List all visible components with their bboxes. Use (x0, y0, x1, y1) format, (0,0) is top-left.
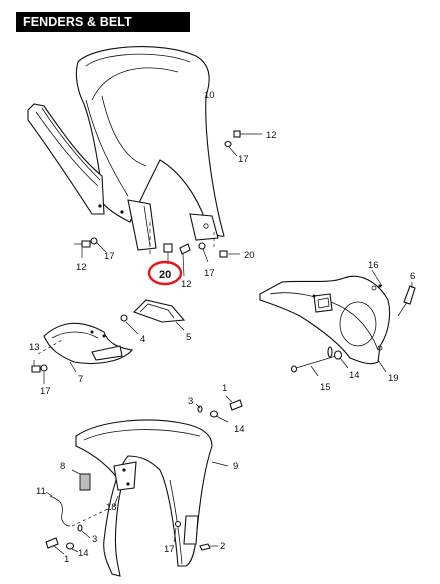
callout-12-top: 12 (266, 130, 277, 141)
callout-16: 16 (368, 260, 379, 271)
callout-8: 8 (60, 461, 65, 472)
callout-17-left: 17 (104, 251, 115, 262)
diagram-title: FENDERS & BELT GUARDS (16, 12, 190, 49)
callout-20-right: 20 (244, 250, 255, 261)
front-fender-part-9 (75, 419, 213, 577)
front-fender-fasteners (45, 395, 243, 555)
callout-13: 13 (29, 342, 40, 353)
callout-1-bottom: 1 (64, 554, 69, 565)
callout-10: 10 (204, 90, 215, 101)
callout-18: 18 (106, 502, 117, 513)
rear-fender-part-10 (27, 46, 225, 251)
belt-guard-fasteners (290, 269, 416, 377)
callout-2: 2 (220, 541, 225, 552)
callout-3-bottom: 3 (92, 534, 97, 545)
callout-12-left: 12 (76, 262, 87, 273)
callout-11: 11 (36, 486, 46, 497)
callout-17-top: 17 (238, 154, 249, 165)
callout-labels: 10 12 17 17 12 20 12 17 20 16 6 5 4 13 7… (29, 90, 415, 565)
fender-fasteners (74, 130, 262, 277)
callout-15: 15 (320, 382, 331, 393)
bracket-part-5 (120, 299, 186, 335)
callout-1-top: 1 (222, 383, 227, 394)
callout-9: 9 (233, 461, 238, 472)
callout-17-bottom-left: 17 (40, 386, 51, 397)
callout-14-lower: 14 (234, 424, 245, 435)
highlight-circle (147, 260, 183, 286)
callout-12-mid: 12 (181, 279, 192, 290)
callout-14-bottom: 14 (78, 548, 89, 559)
callout-17-mid: 17 (204, 268, 215, 279)
callout-6: 6 (410, 271, 415, 282)
callout-5: 5 (186, 332, 191, 343)
callout-20-highlighted: 20 (159, 269, 171, 281)
callout-7: 7 (78, 374, 83, 385)
callout-17-bottom: 17 (164, 544, 175, 555)
lower-guard-part-7 (31, 322, 134, 384)
belt-guard-part-19 (259, 275, 391, 365)
callout-3-top: 3 (188, 396, 193, 407)
callout-19: 19 (388, 373, 399, 384)
callout-14-mid: 14 (349, 370, 360, 381)
callout-4: 4 (140, 334, 145, 345)
